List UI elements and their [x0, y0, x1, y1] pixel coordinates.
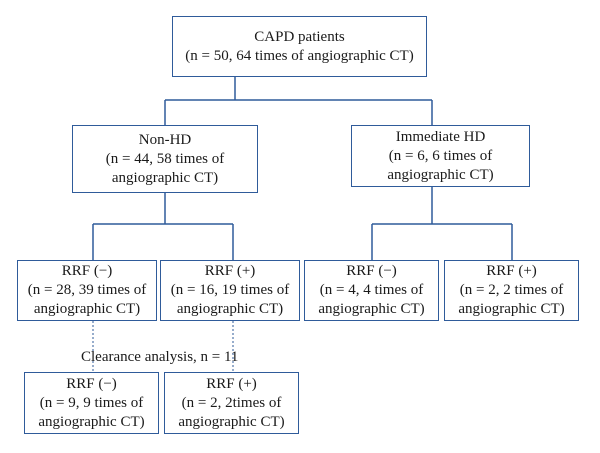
node-detail-line2: angiographic CT) [33, 301, 141, 317]
node-title: Immediate HD [395, 128, 486, 145]
node-detail-line1: (n = 44, 58 times of [105, 150, 225, 167]
node-detail-line2: angiographic CT) [318, 301, 425, 317]
node-title: RRF (+) [486, 263, 537, 279]
node-non-hd-rrf-negative: RRF (−) (n = 28, 39 times of angiographi… [17, 260, 157, 321]
node-clearance-rrf-positive: RRF (+) (n = 2, 2times of angiographic C… [164, 372, 299, 434]
node-detail-line1: (n = 2, 2 times of [459, 282, 564, 298]
clearance-analysis-label: Clearance analysis, n = 11 [81, 349, 239, 365]
node-title: CAPD patients [254, 28, 345, 45]
node-immediate-hd: Immediate HD (n = 6, 6 times of angiogra… [351, 125, 530, 187]
node-detail-line2: angiographic CT) [111, 169, 219, 186]
node-detail-line1: (n = 6, 6 times of [388, 147, 493, 164]
node-detail-line2: angiographic CT) [176, 301, 284, 317]
node-capd-patients: CAPD patients (n = 50, 64 times of angio… [172, 16, 427, 77]
node-immediate-hd-rrf-negative: RRF (−) (n = 4, 4 times of angiographic … [304, 260, 439, 321]
node-detail-line1: (n = 2, 2times of [181, 394, 282, 411]
node-non-hd: Non-HD (n = 44, 58 times of angiographic… [72, 125, 258, 193]
node-detail: (n = 50, 64 times of angiographic CT) [185, 47, 414, 64]
node-detail-line1: (n = 28, 39 times of [27, 282, 147, 298]
node-detail-line2: angiographic CT) [38, 413, 145, 430]
node-detail-line2: angiographic CT) [387, 166, 494, 183]
node-immediate-hd-rrf-positive: RRF (+) (n = 2, 2 times of angiographic … [444, 260, 579, 321]
node-clearance-rrf-negative: RRF (−) (n = 9, 9 times of angiographic … [24, 372, 159, 434]
node-non-hd-rrf-positive: RRF (+) (n = 16, 19 times of angiographi… [160, 260, 300, 321]
node-detail-line2: angiographic CT) [458, 301, 565, 317]
node-detail-line1: (n = 16, 19 times of [170, 282, 290, 298]
node-title: RRF (−) [346, 263, 397, 279]
node-title: RRF (+) [206, 375, 257, 392]
node-title: RRF (+) [204, 263, 256, 279]
node-title: RRF (−) [66, 375, 117, 392]
node-detail-line1: (n = 4, 4 times of [319, 282, 424, 298]
node-detail-line1: (n = 9, 9 times of [39, 394, 144, 411]
node-title: Non-HD [138, 131, 192, 148]
node-detail-line2: angiographic CT) [178, 413, 285, 430]
node-title: RRF (−) [61, 263, 113, 279]
